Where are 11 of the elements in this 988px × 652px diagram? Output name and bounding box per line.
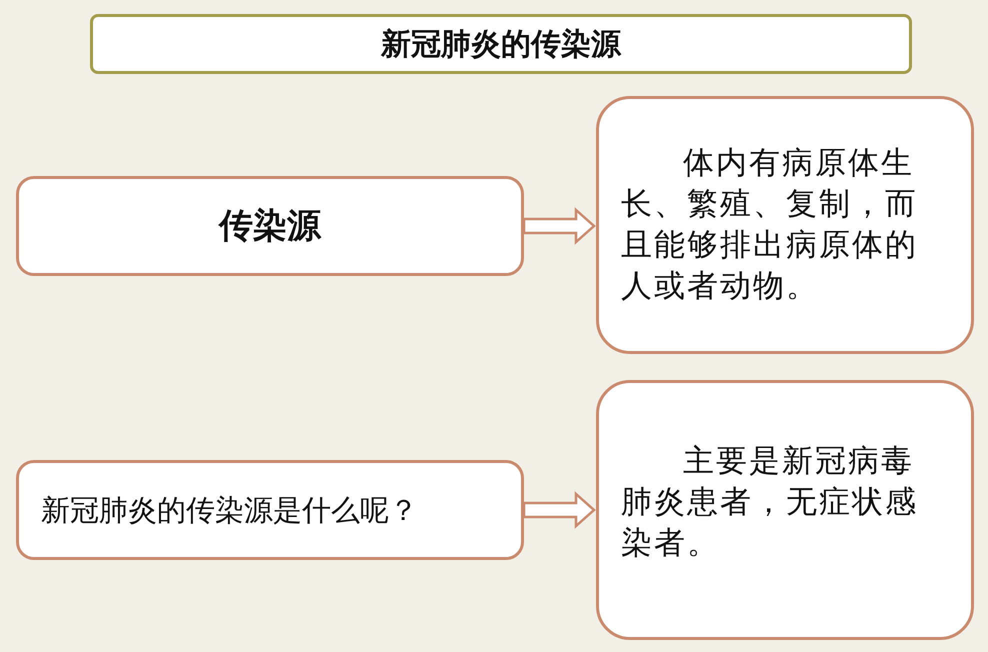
block-arrow [522,491,596,529]
description-text: 体内有病原体生长、繁殖、复制，而且能够排出病原体的人或者动物。 [621,144,919,306]
text-box [16,460,524,560]
text-box [596,380,974,640]
title-banner: 新冠肺炎的传染源 [90,14,912,74]
label-text: 传染源 [219,204,321,248]
block-arrow [522,207,596,245]
label-text: 新冠肺炎的传染源是什么呢？ [41,492,418,529]
text-box [16,176,524,276]
description-text: 主要是新冠病毒肺炎患者，无症状感染者。 [621,442,919,563]
text-box [596,96,974,354]
